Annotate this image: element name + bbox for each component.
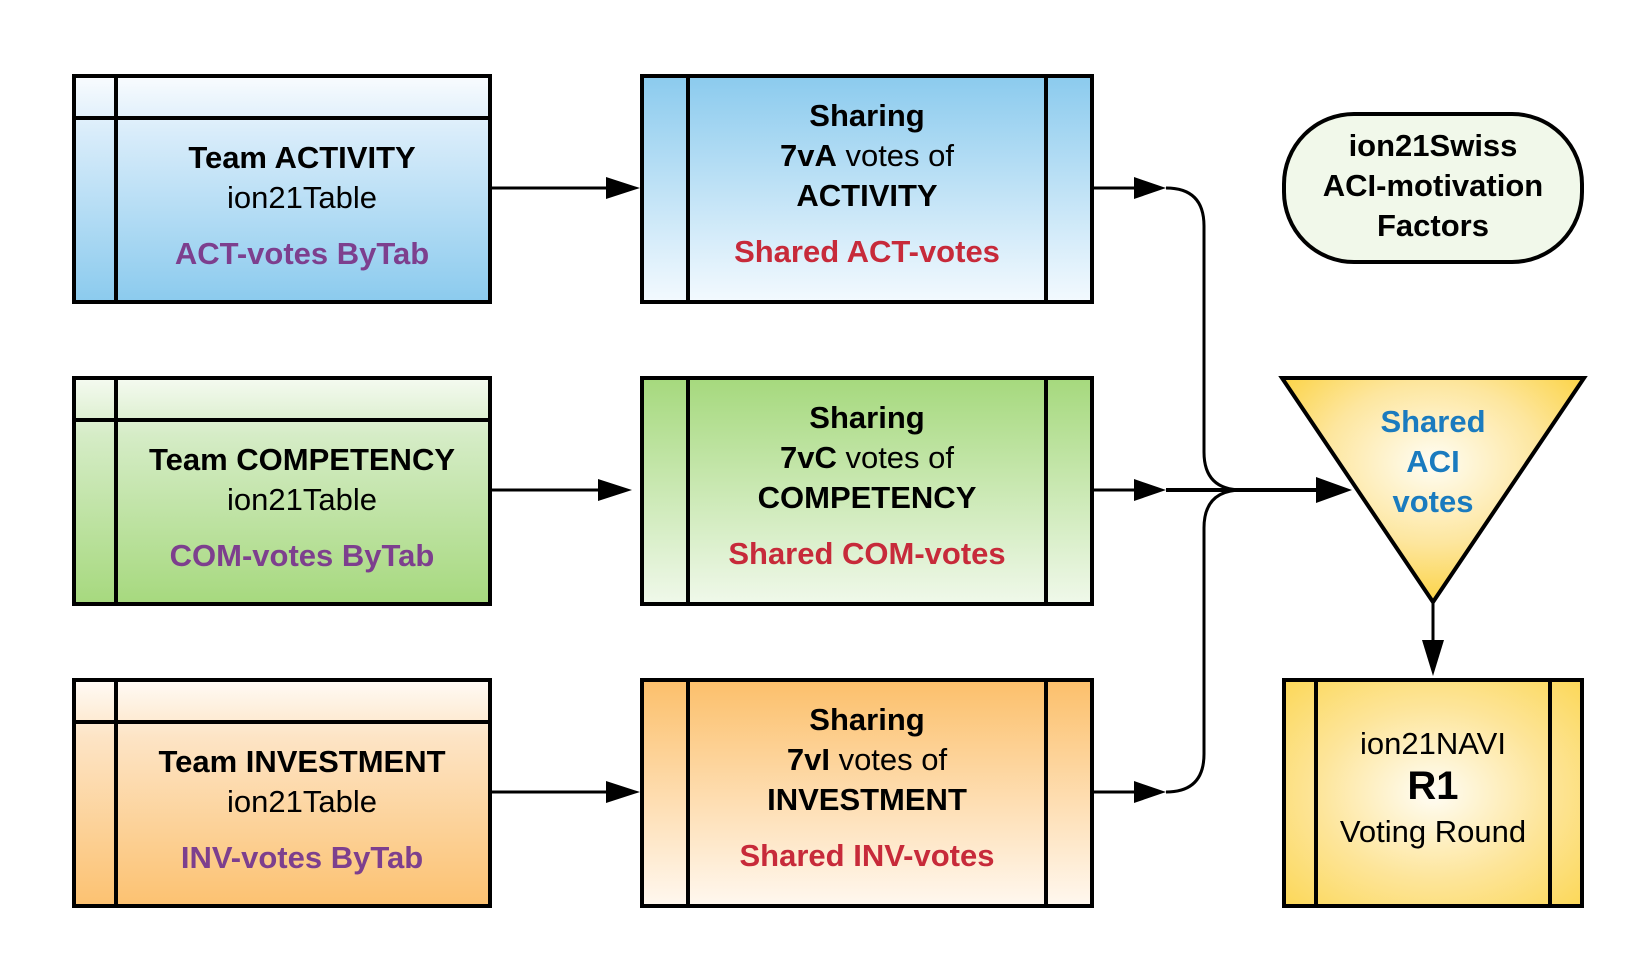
- process-title: Sharing: [809, 702, 925, 737]
- table-column-divider: [114, 380, 118, 602]
- table-row-divider: [76, 418, 488, 422]
- process-right-bar: [1044, 682, 1048, 904]
- votes-of-text: votes of: [836, 440, 955, 475]
- process-right-bar: [1548, 682, 1552, 904]
- terminal-line-2: ACI-motivation: [1322, 168, 1544, 203]
- team-subtitle: ion21Table: [227, 180, 377, 215]
- team-title: Team COMPETENCY: [148, 442, 456, 477]
- table-column-divider: [114, 78, 118, 300]
- votes-of-text: votes of: [836, 138, 955, 173]
- process-title: Sharing: [809, 400, 925, 435]
- navi-line-3: Voting Round: [1339, 814, 1527, 849]
- process-votes-line: 7vA votes of: [644, 136, 1090, 175]
- terminal-line-1: ion21Swiss: [1348, 128, 1518, 163]
- team-votes-label: COM-votes ByTab: [169, 538, 435, 573]
- process-title: Sharing: [809, 98, 925, 133]
- navi-line-1: ion21NAVI: [1360, 726, 1506, 761]
- aci-factors-terminal[interactable]: ion21Swiss ACI-motivation Factors: [1282, 112, 1584, 264]
- team-subtitle: ion21Table: [227, 482, 377, 517]
- process-left-bar: [686, 682, 690, 904]
- process-shared-label: Shared COM-votes: [728, 536, 1006, 571]
- connector-investment-to-merge: [1094, 488, 1243, 803]
- team-investment-table[interactable]: Team INVESTMENT ion21Table INV-votes ByT…: [72, 678, 492, 908]
- team-title: Team INVESTMENT: [158, 744, 446, 779]
- vote-code: 7vA: [779, 138, 837, 173]
- team-competency-table[interactable]: Team COMPETENCY ion21Table COM-votes ByT…: [72, 376, 492, 606]
- sharing-competency-process[interactable]: Sharing 7vC votes of COMPETENCY Shared C…: [640, 376, 1094, 606]
- merge-triangle-shape: [1278, 376, 1588, 606]
- table-column-divider: [114, 682, 118, 904]
- arrow-competency-to-sharing: [492, 479, 632, 501]
- sharing-activity-process[interactable]: Sharing 7vA votes of ACTIVITY Shared ACT…: [640, 74, 1094, 304]
- process-votes-line: 7vI votes of: [644, 740, 1090, 779]
- table-row-divider: [76, 720, 488, 724]
- team-votes-label: INV-votes ByTab: [180, 840, 424, 875]
- team-votes-label: ACT-votes ByTab: [174, 236, 430, 271]
- merge-line-2: ACI: [1406, 444, 1460, 479]
- process-left-bar: [686, 380, 690, 602]
- sharing-investment-process[interactable]: Sharing 7vI votes of INVESTMENT Shared I…: [640, 678, 1094, 908]
- process-shared-label: Shared INV-votes: [739, 838, 995, 873]
- arrow-investment-to-sharing: [492, 781, 640, 803]
- vote-code: 7vI: [786, 742, 830, 777]
- table-row-divider: [76, 116, 488, 120]
- process-factor: INVESTMENT: [767, 782, 967, 817]
- process-factor: ACTIVITY: [796, 178, 938, 213]
- arrow-activity-to-sharing: [492, 177, 640, 199]
- process-shared-label: Shared ACT-votes: [734, 234, 1000, 269]
- merge-line-3: votes: [1392, 484, 1474, 519]
- merge-line-1: Shared: [1380, 404, 1486, 439]
- navi-voting-round[interactable]: ion21NAVI R1 Voting Round: [1282, 678, 1584, 908]
- process-left-bar: [1314, 682, 1318, 904]
- process-factor: COMPETENCY: [757, 480, 977, 515]
- team-subtitle: ion21Table: [227, 784, 377, 819]
- team-title: Team ACTIVITY: [188, 140, 416, 175]
- process-left-bar: [686, 78, 690, 300]
- terminal-line-3: Factors: [1377, 208, 1489, 243]
- process-right-bar: [1044, 78, 1048, 300]
- votes-of-text: votes of: [829, 742, 948, 777]
- process-right-bar: [1044, 380, 1048, 602]
- merge-node-label[interactable]: Shared ACI votes: [1282, 402, 1584, 532]
- arrow-merge-to-navi: [1422, 602, 1444, 676]
- connector-activity-to-merge: [1094, 177, 1243, 492]
- team-activity-table[interactable]: Team ACTIVITY ion21Table ACT-votes ByTab: [72, 74, 492, 304]
- process-votes-line: 7vC votes of: [644, 438, 1090, 477]
- vote-code: 7vC: [779, 440, 837, 475]
- navi-round-code: R1: [1407, 764, 1459, 808]
